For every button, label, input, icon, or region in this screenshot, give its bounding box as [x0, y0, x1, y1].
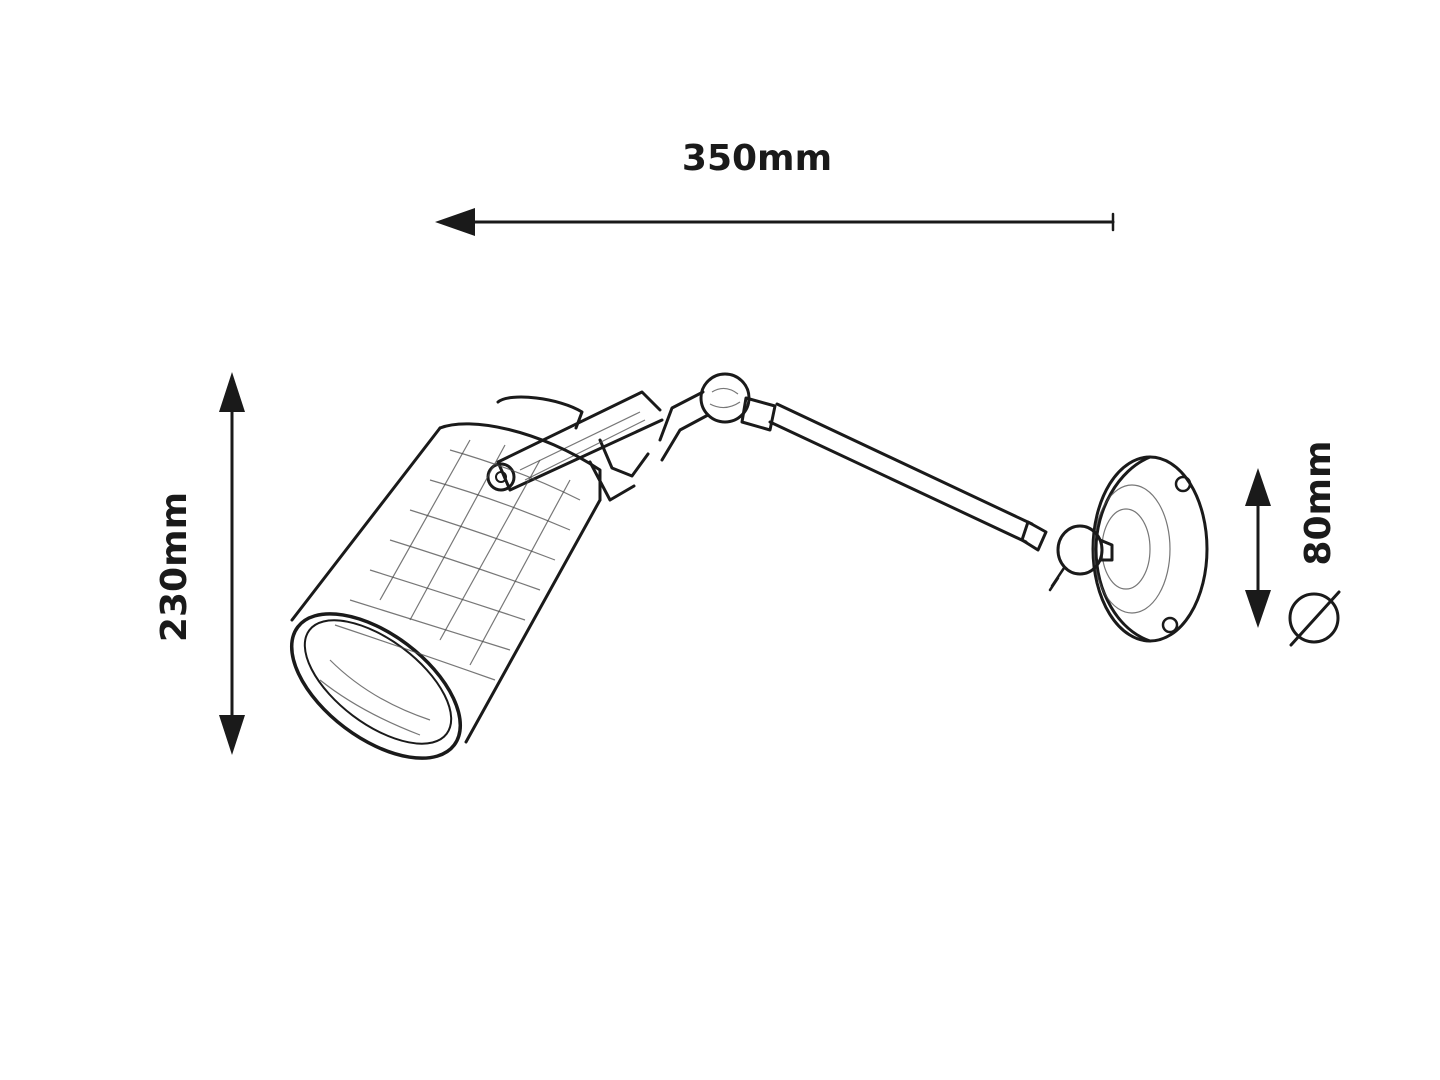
height-dimension: 230mm	[154, 372, 245, 755]
height-dimension-arrow-top	[219, 372, 245, 412]
diameter-dimension-arrow-top	[1245, 468, 1271, 506]
diameter-dimension-label: 80mm	[1298, 440, 1339, 565]
width-dimension: 350mm	[435, 138, 1115, 236]
lamp-illustration	[289, 372, 1209, 760]
wall-plate	[1091, 455, 1209, 643]
lower-joint	[1020, 520, 1114, 592]
lamp-arm	[768, 402, 1034, 544]
upper-joint	[658, 372, 777, 462]
width-dimension-label: 350mm	[682, 138, 832, 179]
height-dimension-label: 230mm	[154, 492, 195, 642]
height-dimension-arrow-bottom	[219, 715, 245, 755]
lamp-shade	[289, 395, 602, 760]
width-dimension-arrow-left	[435, 208, 475, 236]
diameter-symbol-icon	[1288, 590, 1341, 647]
diameter-dimension-arrow-bottom	[1245, 590, 1271, 628]
diameter-dimension: 80mm	[1245, 440, 1341, 647]
